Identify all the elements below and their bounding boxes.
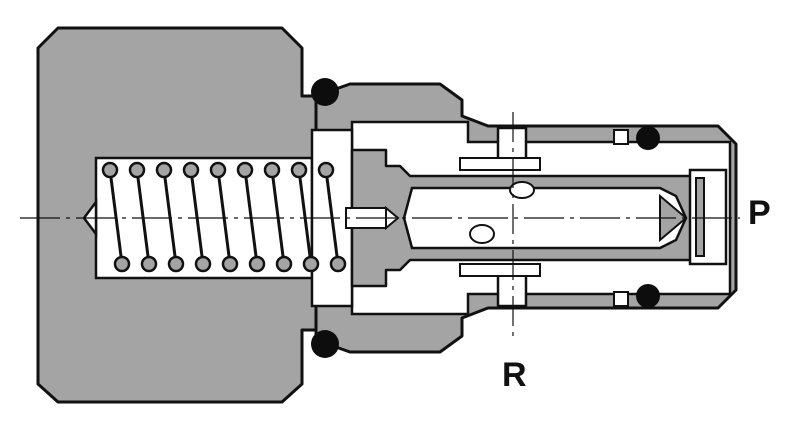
port-label-p: P xyxy=(748,194,771,232)
spring-coil-section xyxy=(209,161,227,179)
spring-coil-section xyxy=(317,161,335,179)
spring-coil-section xyxy=(167,255,185,273)
spring-coil-section xyxy=(140,255,158,273)
o-ring-left-top xyxy=(311,78,339,106)
spring-coil-section xyxy=(182,161,200,179)
spring-coil-section xyxy=(329,255,347,273)
spring-coil-segment xyxy=(270,169,286,265)
spring-coil-segment xyxy=(108,169,124,265)
poppet-hole-lower xyxy=(469,224,495,244)
backup-ring-top xyxy=(613,129,629,145)
spring-coil-section xyxy=(290,161,308,179)
spring-coil-section xyxy=(113,255,131,273)
spring-coil-section xyxy=(263,161,281,179)
spring-coil-segment xyxy=(189,169,205,265)
backup-ring-bottom xyxy=(613,291,629,307)
spring-coil-section xyxy=(275,255,293,273)
spring-coil-segment xyxy=(297,169,313,265)
spring-coil-section xyxy=(221,255,239,273)
spring-coil-segment xyxy=(243,169,259,265)
spring-coil-section xyxy=(101,161,119,179)
spring-coil-section xyxy=(248,255,266,273)
groove-bottom xyxy=(459,263,541,277)
o-ring-right-bottom xyxy=(636,284,660,308)
spring-coil-section xyxy=(302,255,320,273)
poppet-hole-upper xyxy=(509,181,535,199)
spring-coil-section xyxy=(128,161,146,179)
spring-coil-section xyxy=(236,161,254,179)
spring-coil-segment xyxy=(135,169,151,265)
spring-coil-segment xyxy=(216,169,232,265)
spring-coil-segment xyxy=(162,169,178,265)
spring-coil-section xyxy=(194,255,212,273)
spring-coil-segment xyxy=(324,169,340,265)
groove-top xyxy=(459,157,541,171)
o-ring-right-top xyxy=(636,126,660,150)
seat-insert-inner xyxy=(695,177,705,257)
o-ring-left-bottom xyxy=(311,330,339,358)
spring-coil-section xyxy=(155,161,173,179)
port-label-r: R xyxy=(502,356,527,394)
compression-spring xyxy=(101,161,347,273)
